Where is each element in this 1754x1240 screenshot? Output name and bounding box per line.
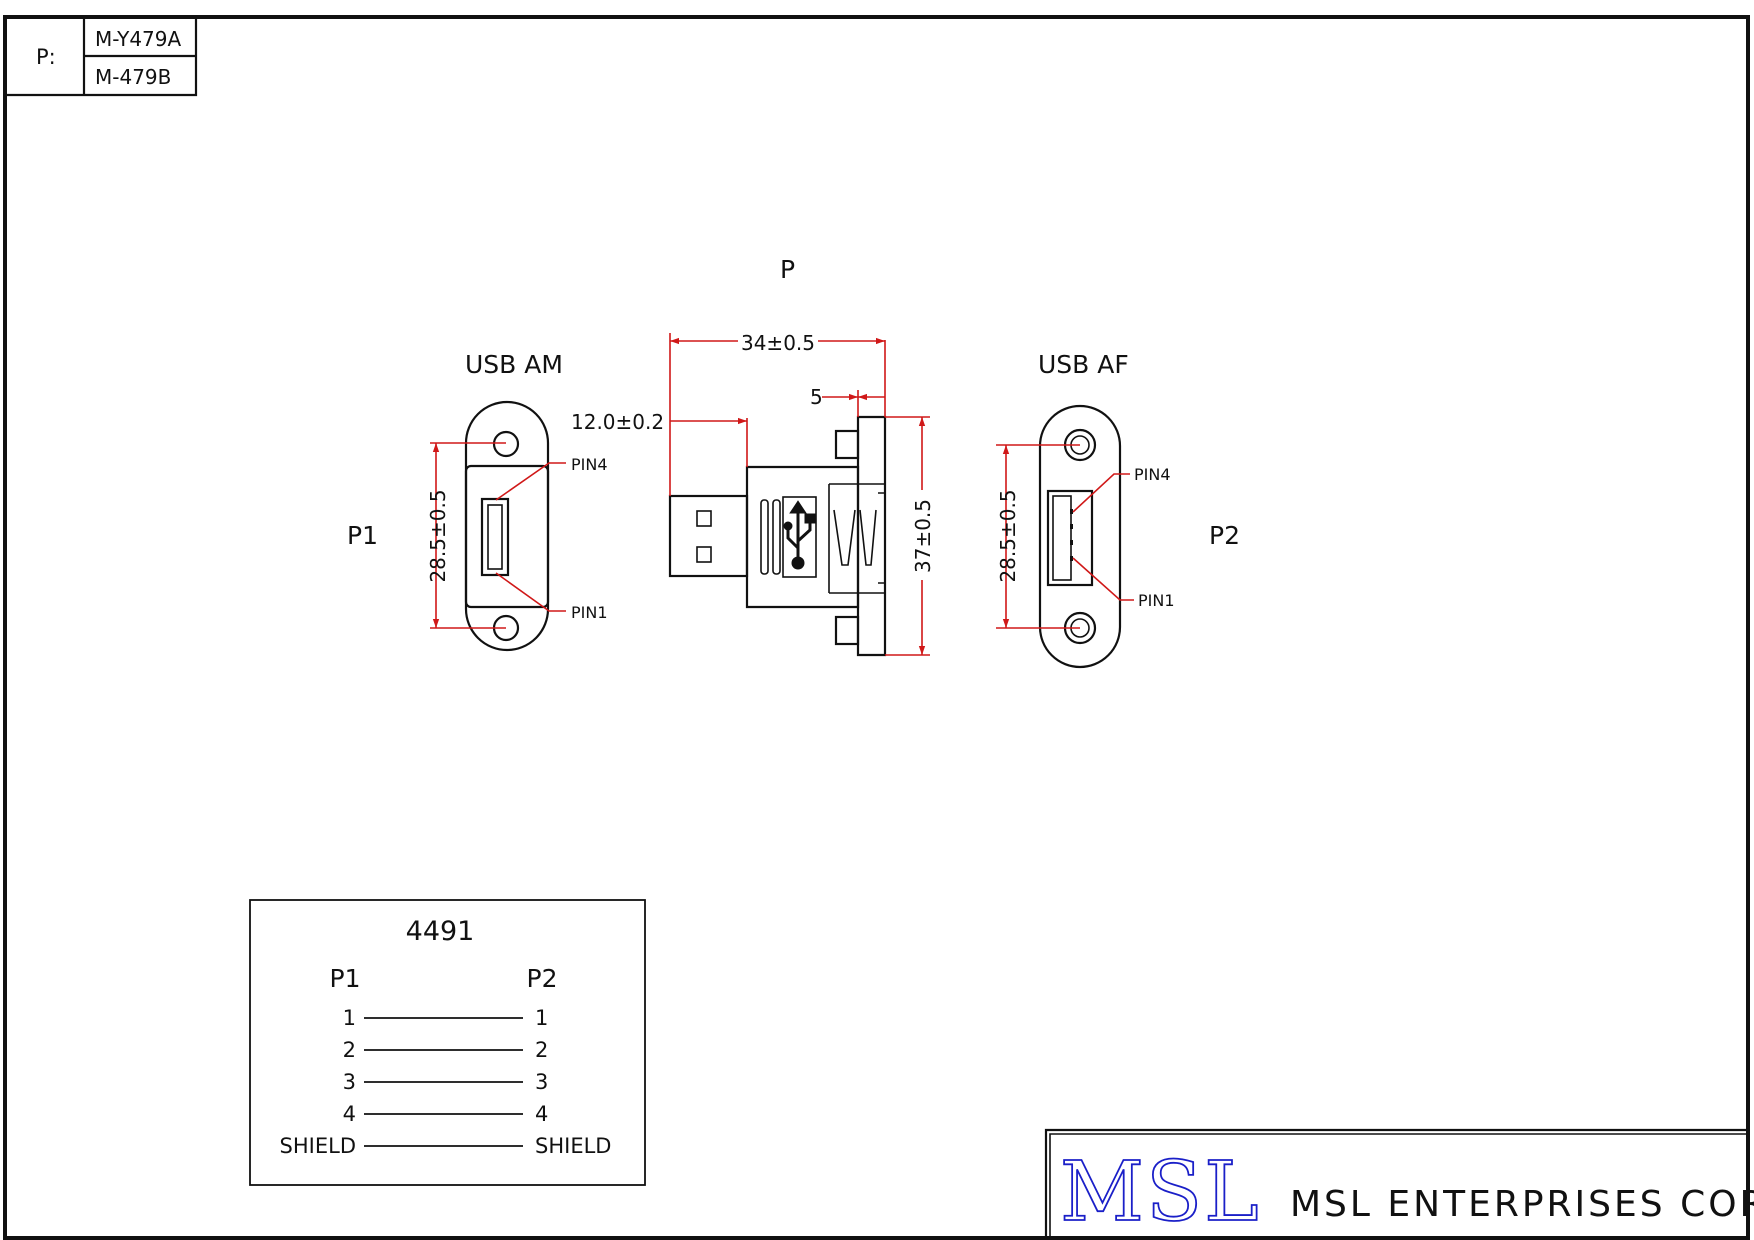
pin4-leader (1072, 473, 1130, 513)
title-block: MSL MSL ENTERPRISES CORP. (1044, 1128, 1754, 1240)
p2-pin: 3 (535, 1070, 548, 1094)
p2-pin: 4 (535, 1102, 548, 1126)
usb-af-front-view: USB AF P2 28.5±0.5 PIN4 PIN1 (996, 350, 1240, 669)
company-name: MSL ENTERPRISES CORP. (1290, 1184, 1754, 1225)
wire-row: SHIELD SHIELD (280, 1134, 612, 1158)
p1-pin: 4 (343, 1102, 356, 1126)
wiring-table-frame (249, 899, 646, 1186)
p2-pin: 1 (535, 1006, 548, 1030)
adapter-side-view: 34±0.5 12.0±0.2 5 37±0.5 (571, 330, 935, 657)
column-header: P1 (330, 964, 361, 993)
pin-label: PIN1 (1138, 591, 1175, 610)
grip-rib (772, 499, 781, 575)
height-dimension (430, 442, 506, 629)
dimension-label: 28.5±0.5 (996, 489, 1020, 582)
p2-pin: 2 (535, 1038, 548, 1062)
pin4-leader (495, 462, 566, 501)
view-id: P1 (347, 521, 378, 550)
height-dimension (996, 444, 1080, 629)
wiring-code: 4491 (406, 916, 475, 947)
company-logo: MSL (1060, 1145, 1261, 1240)
pin1-leader (1072, 557, 1134, 601)
flange-boss (834, 429, 860, 460)
column-header: P2 (527, 964, 558, 993)
receptacle-latch (878, 492, 885, 584)
p1-pin: 3 (343, 1070, 356, 1094)
part-label: P: (36, 45, 56, 69)
p1-pin: 2 (343, 1038, 356, 1062)
pin-label: PIN4 (1134, 465, 1171, 484)
usb-receptacle-inner (1052, 495, 1072, 581)
model-number: M-479B (95, 65, 171, 89)
view-id: P2 (1209, 521, 1240, 550)
usb-am-front-view: USB AM P1 28.5±0.5 PIN4 PIN1 (347, 350, 608, 652)
part-number-block: P: M-Y479A M-479B (7, 19, 198, 97)
grip-rib (760, 499, 769, 575)
mounting-plate (464, 400, 550, 652)
p2-pin: SHIELD (535, 1134, 611, 1158)
usb-logo-panel (782, 496, 817, 578)
plate-body (464, 464, 550, 609)
model-number: M-Y479A (95, 27, 181, 51)
view-title: USB AM (465, 350, 563, 379)
dimension-label: 5 (810, 385, 823, 409)
p1-pin: SHIELD (280, 1134, 356, 1158)
receptacle-contact (833, 509, 877, 566)
usb-a-receptacle (1046, 489, 1094, 587)
usb-a-plug (668, 494, 749, 578)
plug-window (696, 546, 712, 563)
pin1-leader (495, 572, 566, 612)
pin-label: PIN1 (571, 603, 608, 622)
drawing-border (3, 15, 1750, 1240)
usb-tongue (487, 504, 503, 570)
usb-a-receptacle (828, 483, 885, 594)
usb-trident-icon (783, 500, 816, 570)
mounting-hole (492, 430, 520, 458)
view-title: USB AF (1038, 350, 1129, 379)
mounting-plate (1038, 404, 1122, 669)
pin-label: PIN4 (571, 455, 608, 474)
dimension-label: 34±0.5 (741, 331, 815, 355)
assembly-label: P (780, 255, 795, 284)
p1-pin: 1 (343, 1006, 356, 1030)
dimension-label: 12.0±0.2 (571, 410, 664, 434)
dimension-label: 28.5±0.5 (426, 489, 450, 582)
dimension-label: 37±0.5 (911, 499, 935, 573)
plug-window (696, 510, 712, 527)
flange-boss (834, 615, 860, 646)
usb-a-port (480, 497, 510, 577)
